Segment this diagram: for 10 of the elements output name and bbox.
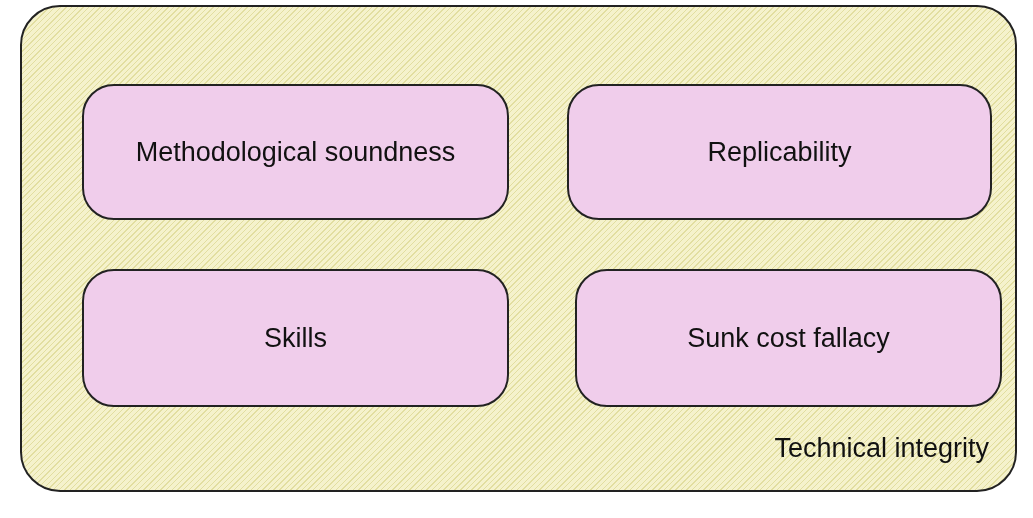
- topic-label: Replicability: [707, 136, 852, 169]
- container-label: Technical integrity: [774, 431, 989, 465]
- container-panel: [20, 5, 1017, 492]
- topic-label: Skills: [264, 322, 327, 355]
- topic-label: Sunk cost fallacy: [687, 322, 890, 355]
- topic-box: [82, 269, 509, 407]
- topic-label: Methodological soundness: [135, 136, 456, 169]
- topic-box: [567, 84, 992, 220]
- topic-box: [575, 269, 1002, 407]
- topic-box: [82, 84, 509, 220]
